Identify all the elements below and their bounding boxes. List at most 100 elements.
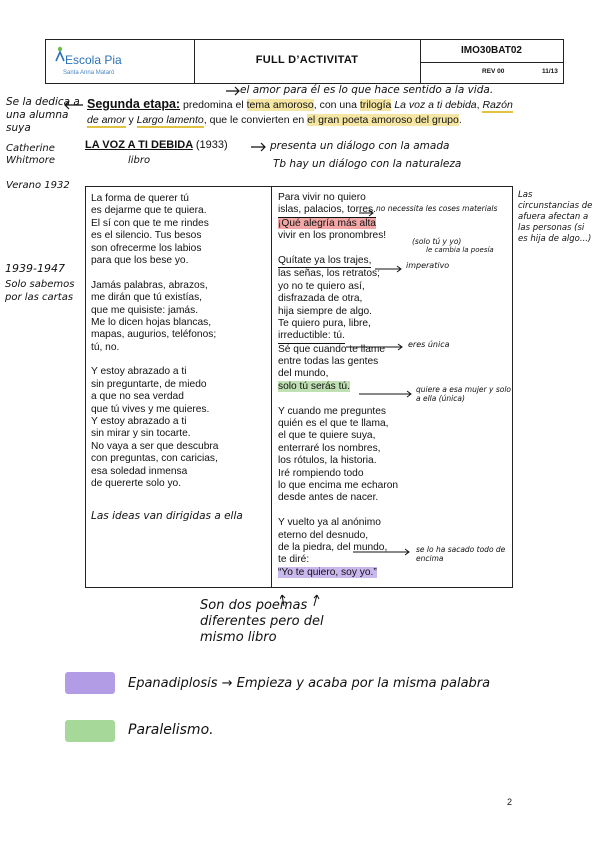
intro-text: y [125, 114, 137, 126]
school-logo-icon [55, 46, 65, 62]
poem-line: Y vuelto ya al anónimo [278, 517, 381, 529]
stanza-gap [91, 354, 218, 366]
note-arrow-4: imperativo [406, 261, 450, 270]
note-letters: Solo sabemos por las cartas [5, 279, 75, 303]
arrow-icon [280, 594, 320, 607]
poem-line: irreductible: tú. [278, 330, 345, 344]
book-heading-title: LA VOZ A TI DEBIDA [85, 139, 193, 151]
book-title: La voz a ti debida [394, 99, 477, 111]
poem-line: las señas, los retratos; [278, 268, 380, 280]
highlight-trilogy: trilogía [359, 99, 392, 111]
poem-line: islas, palacios, torres. [278, 204, 376, 218]
poem-line: Para vivir no quiero [278, 192, 366, 203]
poem-line: lo que encima me echaron [278, 479, 399, 491]
note-top-right: el amor para él es lo que hace sentido a… [240, 84, 494, 96]
arrow-icon [251, 142, 266, 152]
poem-line: eterno del desnudo, [278, 529, 369, 541]
divider [420, 62, 563, 63]
arrow-icon [346, 343, 403, 351]
note-date: Verano 1932 [6, 180, 70, 191]
page-number: 2 [507, 797, 513, 807]
poem-line: te diré: [278, 554, 310, 566]
arrow-icon [375, 265, 402, 273]
poem-line: No vaya a ser que descubra [91, 440, 219, 452]
note-arrow-2: (solo tú y yo) [412, 237, 462, 246]
poem-line: a que no sea verdad [91, 391, 184, 403]
poem-line: me dirán que tú existías, [91, 292, 202, 304]
note-arrow-7: se lo ha sacado todo de encima [416, 545, 506, 563]
intro-paragraph: Segunda etapa: predomina el tema amoroso… [87, 97, 527, 128]
legend-paralelismo: Paralelismo. [128, 722, 214, 738]
poem-left: La forma de querer tú es dejarme que te … [91, 193, 218, 490]
poem-line: Me lo dicen hojas blancas, [91, 316, 212, 328]
poem-right: Para vivir no quiero islas, palacios, to… [278, 192, 398, 579]
legend-swatch-purple [65, 672, 115, 694]
poem-line: Sé que cuando te llame [278, 343, 386, 355]
poem-line: sin mirar y sin tocarte. [91, 428, 191, 440]
poem-line: para que los bese yo. [91, 254, 189, 266]
note-arrow-5: eres única [408, 340, 450, 349]
poem-line: La forma de querer tú [91, 193, 189, 204]
poem-line: de la piedra, del mundo, [278, 541, 388, 553]
arrow-icon [64, 100, 83, 110]
poem-line: desde antes de nacer. [278, 492, 379, 504]
book-heading-year: (1933) [195, 139, 228, 151]
note-arrow-3: le cambia la poesía [426, 246, 494, 254]
intro-text: predomina el [180, 99, 247, 111]
title-cell: FULL D’ACTIVITAT [194, 40, 421, 83]
poem-line: con preguntas, con caricias, [91, 453, 218, 465]
poem-table: La forma de querer tú es dejarme que te … [85, 186, 513, 588]
column-divider [271, 187, 272, 587]
poem-line: “Yo te quiero, soy yo.” [278, 566, 398, 579]
poem-line: Iré rompiendo todo [278, 467, 364, 479]
code-cell: IMO30BAT02 REV 00 11/13 [420, 40, 563, 83]
poem-line: ¡Qué alegría más alta [278, 217, 398, 230]
logo-cell: Escola Pia Santa Anna Mataró [46, 40, 195, 83]
poem-line: que me quisiste: jamás. [91, 304, 199, 316]
stanza-gap [91, 267, 218, 279]
poem-line: el que te quiere suya, [278, 430, 376, 442]
logo-subtitle: Santa Anna Mataró [63, 70, 115, 76]
poem-line: mapas, augurios, teléfonos; [91, 329, 217, 341]
revision-label: REV 00 [482, 68, 505, 75]
intro-text: , que le convierten en [203, 114, 308, 126]
page-counter: 11/13 [542, 68, 558, 75]
poem-line: es el silencio. Tus besos [91, 230, 202, 242]
intro-text: , [476, 99, 483, 111]
highlight-theme: tema amoroso [246, 99, 314, 111]
note-name: Catherine Whitmore [6, 143, 56, 166]
poem-line: yo no te quiero así, [278, 280, 365, 292]
poem-line: de quererte solo yo. [91, 477, 182, 489]
logo-name: Escola Pia [65, 53, 122, 67]
highlight-purple: “Yo te quiero, soy yo.” [278, 566, 377, 578]
intro-text: . [458, 114, 462, 126]
document-code: IMO30BAT02 [461, 45, 522, 56]
note-right-side: Las circunstancias de afuera afectan a l… [518, 190, 593, 244]
note-dialog-1: presenta un diálogo con la amada [270, 140, 450, 152]
poem-line: solo tú serás tú. [278, 380, 398, 393]
book-title: Largo lamento [136, 114, 204, 128]
document-header: Escola Pia Santa Anna Mataró FULL D’ACTI… [45, 39, 564, 84]
poem-line: tú, no. [91, 341, 120, 353]
poem-line: disfrazada de otra, [278, 293, 363, 305]
poem-line: del mundo, [278, 368, 329, 380]
document-title: FULL D’ACTIVITAT [255, 54, 359, 66]
arrow-icon [353, 548, 410, 556]
poem-line: los rótulos, la historia. [278, 455, 377, 467]
note-years: 1939-1947 [5, 262, 65, 275]
highlight-green: solo tú serás tú. [278, 380, 350, 392]
arrow-icon [359, 209, 374, 217]
arrow-icon [359, 390, 412, 398]
poem-line: Quítate ya los trajes, [278, 255, 372, 269]
note-dedication: Se la dedica a una alumna suya [6, 96, 80, 134]
poem-line: hija siempre de algo. [278, 305, 373, 317]
legend-epanadiplosis: Epanadiplosis → Empieza y acaba por la m… [128, 676, 491, 691]
legend-swatch-green [65, 720, 115, 742]
stanza-gap [278, 243, 398, 255]
poem-line: sin preguntarte, de miedo [91, 378, 207, 390]
stage-label: Segunda etapa: [87, 97, 181, 111]
poem-line: son ofrecerme los labios [91, 242, 202, 254]
poem-line: vivir en los pronombres! [278, 230, 387, 242]
poem-line: enterraré los nombres, [278, 442, 381, 454]
poem-line: Y estoy abrazado a ti [91, 416, 187, 428]
